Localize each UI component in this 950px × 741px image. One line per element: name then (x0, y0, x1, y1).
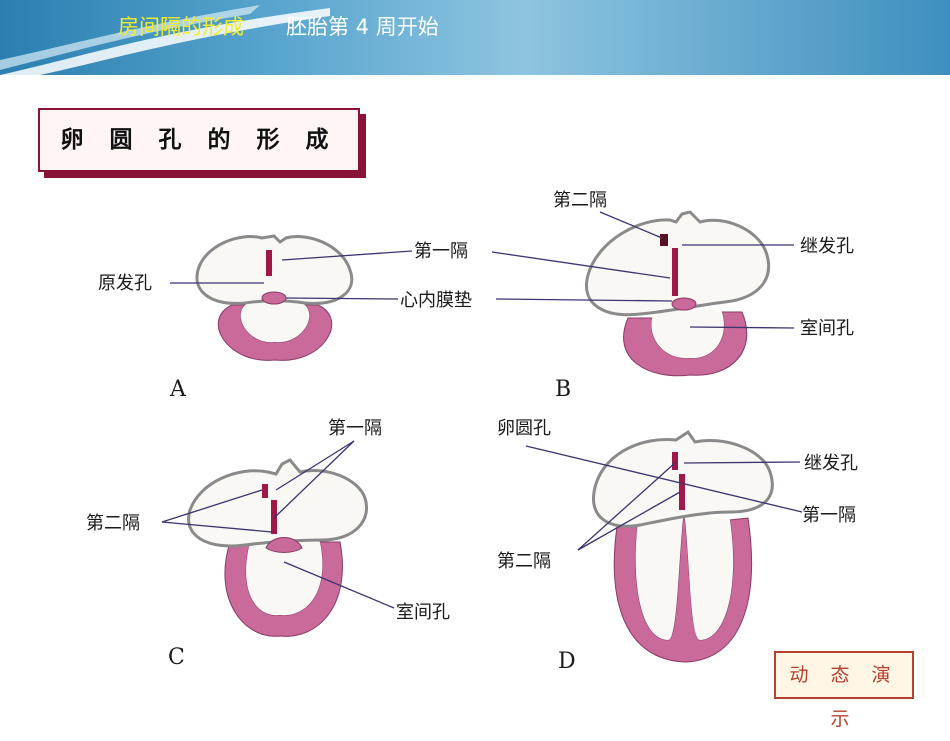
panel-letter-a: A (169, 377, 187, 402)
label-a-endocardial-cushion: 心内膜垫 (400, 290, 472, 311)
label-c-septum-secundum: 第二隔 (86, 513, 140, 534)
title-box-text: 卵 圆 孔 的 形 成 (60, 126, 338, 153)
panel-d-heart (592, 429, 774, 663)
label-d-foramen-secundum: 继发孔 (804, 453, 858, 474)
label-b-foramen-secundum: 继发孔 (800, 236, 854, 257)
header-title: 房间隔的形成 (118, 15, 244, 39)
label-c-interventricular-foramen: 室间孔 (396, 602, 450, 623)
animation-demo-label: 动 态 演 示 (789, 664, 899, 730)
header-banner: 房间隔的形成 胚胎第 4 周开始 (0, 0, 950, 75)
panel-letter-c: C (168, 645, 185, 670)
panel-b-leaders (491, 211, 795, 329)
panel-b-heart (585, 210, 771, 377)
label-c-septum-primum: 第一隔 (328, 418, 382, 439)
diagram: 第一隔 原发孔 心内膜垫 A 第二隔 继发孔 室间孔 B 第一隔 第二隔 室 (86, 190, 858, 674)
label-b-septum-secundum: 第二隔 (553, 190, 607, 211)
label-a-septum-primum: 第一隔 (414, 241, 468, 262)
label-b-interventricular-foramen: 室间孔 (800, 318, 854, 339)
panel-c-heart (187, 458, 368, 637)
label-a-foramen-primum: 原发孔 (98, 273, 152, 294)
panel-a-leaders (170, 250, 413, 300)
header-subtitle: 胚胎第 4 周开始 (286, 15, 439, 39)
label-d-septum-primum: 第一隔 (802, 505, 856, 526)
animation-demo-button[interactable]: 动 态 演 示 (774, 651, 914, 730)
label-d-foramen-ovale: 卵圆孔 (497, 418, 551, 439)
title-box: 卵 圆 孔 的 形 成 (38, 108, 360, 172)
panel-c-leaders (161, 440, 395, 609)
panel-a-heart (195, 234, 354, 361)
header-swoosh (0, 5, 330, 75)
panel-letter-b: B (555, 377, 571, 402)
label-d-septum-secundum: 第二隔 (497, 551, 551, 572)
panel-d-leaders (525, 445, 803, 551)
panel-letter-d: D (558, 649, 576, 674)
